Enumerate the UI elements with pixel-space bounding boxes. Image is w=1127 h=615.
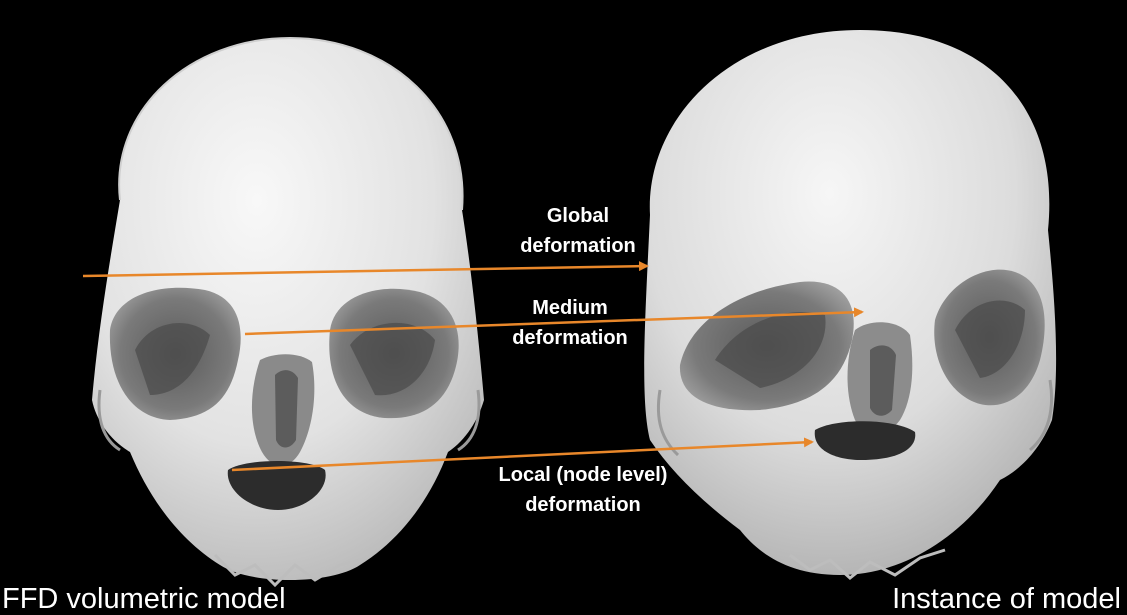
annotation-global: Global deformation <box>520 201 636 261</box>
annotation-global-line1: Global <box>520 201 636 231</box>
annotation-medium-line1: Medium <box>512 293 628 323</box>
annotation-local-line1: Local (node level) <box>499 460 668 490</box>
left-skull <box>92 38 484 585</box>
annotation-medium: Medium deformation <box>512 293 628 353</box>
annotation-medium-line2: deformation <box>512 323 628 353</box>
right-skull <box>644 30 1056 578</box>
caption-right: Instance of model <box>892 583 1121 615</box>
annotation-global-line2: deformation <box>520 231 636 261</box>
annotation-local-line2: deformation <box>499 490 668 520</box>
caption-left: FFD volumetric model <box>2 583 286 615</box>
annotation-local: Local (node level) deformation <box>499 460 668 520</box>
